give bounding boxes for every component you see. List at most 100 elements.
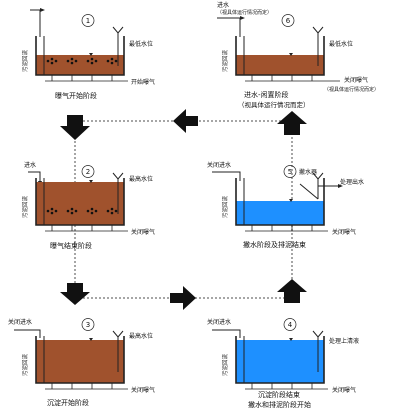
aeration-label-4: 关闭曝气 [332,386,356,394]
vertical-label-3: 污泥回流 [21,353,29,376]
decanter-4 [312,330,324,372]
aeration-diffusers-2 [45,225,128,232]
aeration-diffusers-1 [45,75,128,82]
aeration-diffusers-5 [245,225,328,232]
tank-walls-2 [35,178,125,226]
tank-walls-3 [35,336,125,384]
vertical-label-1: 污泥回流 [21,49,29,72]
inlet-pipe-1 [30,9,41,37]
aeration-note-6: （视具体运行情况而定） [324,86,379,93]
tank-walls-5 [235,178,325,226]
water-2 [36,182,124,225]
inlet-pipe-6 [217,17,241,37]
aeration-label-6: 关闭曝气 [344,76,368,84]
level-marker-1 [89,53,93,56]
level-label-6: 最低水位 [329,40,353,48]
caption-1: 曝气开始阶段 [55,91,97,100]
step-number-3: 3 [86,321,90,329]
aeration-diffusers-3 [45,383,128,390]
arrow-down-1 [60,115,90,140]
tank-walls-6 [235,36,325,76]
aeration-label-5: 关闭曝气 [332,228,356,236]
level-label-1: 最低水位 [129,40,153,48]
level-label-3: 最高水位 [129,332,153,340]
panel-step-1: 1 最低水位 开始曝气 污泥回流 曝气开始阶段 [21,8,155,100]
caption-3: 沉淀开始阶段 [47,398,89,407]
caption2-4: 撇水和排泥阶段开始 [248,400,311,409]
panel-step-6: 6 进水 （视具体运行情况而定） 最低水位 关闭曝气 （视具体运行情况而定） 污… [217,1,379,109]
level-label-5: 处理出水 [340,178,364,186]
vertical-label-5: 污泥回流 [221,195,229,218]
flow-arrows [60,109,307,310]
caption-4: 沉淀阶段结束 [258,390,300,399]
aeration-diffusers-6 [245,75,340,82]
inlet-label-6: 进水 [217,1,229,9]
level-marker-6 [289,53,293,56]
step-circle-2 [81,165,95,178]
arrow-up-2 [277,111,307,135]
aeration-label-2: 关闭曝气 [131,228,155,236]
level-marker-2 [89,180,93,183]
inlet-pipe-2 [28,171,41,181]
inlet-pipe-5 [212,171,241,181]
panel-step-5: 关闭进水 5 撇水器 处理出水 关闭曝气 污泥回流 撇水阶段及排泥结束 [207,161,364,249]
inlet-pipe-4 [212,329,241,338]
outlet-arrow-5 [338,184,343,188]
inlet-label-5: 关闭进水 [207,161,231,169]
step-number-6: 6 [286,17,291,25]
bubbles-2 [46,207,118,215]
water-4 [236,340,324,383]
tank-walls-4 [235,336,325,384]
water-3 [36,340,124,383]
water-1 [36,55,124,75]
caption2-6: （视具体运行情况而定） [238,100,310,109]
step-number-1: 1 [86,17,90,25]
step-number-2: 2 [86,168,90,176]
arrow-up-1 [277,279,307,303]
caption-5: 撇水阶段及排泥结束 [243,240,306,249]
inlet-arrow-6 [240,16,245,20]
aeration-label-1: 开始曝气 [131,78,155,86]
panel-step-2: 2 进水 最高水位 关闭曝气 污泥回流 曝气结束阶段 [21,161,155,250]
decanter-label-5: 撇水器 [299,168,317,176]
level-marker-3 [89,338,93,341]
vertical-label-2: 污泥回流 [21,195,29,218]
step-number-4: 4 [288,321,293,329]
step-circle-3 [81,318,95,331]
step-number-5: 5 [288,168,292,176]
inlet-pipe-3 [14,329,41,338]
arrow-down-2 [60,283,90,305]
decanter-6 [312,26,324,66]
decanter-5 [312,172,324,199]
panel-step-3: 3 关闭进水 最高水位 关闭曝气 污泥回流 沉淀开始阶段 [8,318,155,407]
decanter-3 [112,330,124,372]
level-marker-5 [289,199,293,202]
tank-walls-1 [35,36,125,76]
water-6 [236,55,324,75]
vertical-label-4: 污泥回流 [221,353,229,376]
decanter-2 [112,172,124,214]
level-label-2: 最高水位 [129,175,153,183]
aeration-label-3: 关闭曝气 [131,386,155,394]
aeration-diffusers-4 [245,383,328,390]
vertical-label-6: 污泥回流 [221,49,229,72]
step-circle-1 [81,14,95,27]
arrow-left [173,109,198,133]
level-marker-4 [289,338,293,341]
step-circle-5 [283,165,297,178]
inlet-note-6: （视具体运行情况而定） [217,9,272,16]
step-circle-6 [281,14,295,27]
caption-6: 进水-闲置阶段 [244,90,289,99]
panel-step-4: 4 关闭进水 处理上清液 关闭曝气 污泥回流 沉淀阶段结束 撇水和排泥阶段开始 [207,318,359,409]
decanter-1 [112,26,124,66]
level-label-4: 处理上清液 [329,337,359,345]
caption-2: 曝气结束阶段 [50,241,92,250]
inlet-label-2: 进水 [24,161,36,169]
bubbles-1 [46,57,118,65]
water-5 [236,201,324,225]
arrow-right [170,286,196,310]
decanter-arm-5 [299,183,319,200]
inlet-label-4: 关闭进水 [207,318,231,326]
